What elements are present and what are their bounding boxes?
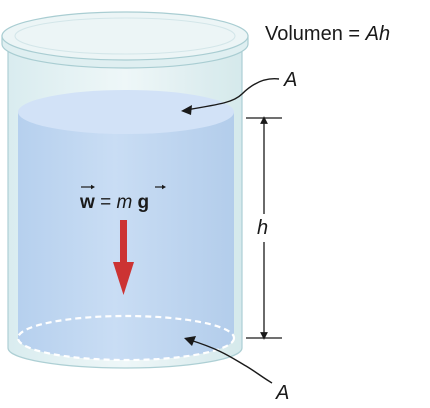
weight-w-symbol: w bbox=[79, 192, 95, 213]
container-lid bbox=[1, 11, 249, 69]
weight-arrow bbox=[113, 220, 134, 295]
top-area-label: A bbox=[283, 69, 297, 91]
liquid-top-surface bbox=[18, 90, 234, 134]
volume-text: Volumen = bbox=[265, 23, 366, 45]
top-area-callout: A bbox=[181, 69, 297, 115]
weight-equation: w = m g bbox=[79, 184, 166, 213]
bottom-area-callout: A bbox=[184, 336, 289, 404]
volume-variable: Ah bbox=[365, 23, 390, 45]
bottom-area-pointer bbox=[189, 339, 273, 384]
svg-text:w = m g: w = m g bbox=[79, 192, 149, 213]
top-area-pointer bbox=[185, 78, 280, 111]
height-label: h bbox=[257, 217, 268, 239]
bottom-area-label: A bbox=[275, 382, 289, 404]
weight-equals-sign: = bbox=[100, 192, 116, 213]
height-dimension: h bbox=[246, 116, 282, 340]
weight-m-symbol: m bbox=[116, 192, 132, 213]
bottom-area-outline bbox=[16, 314, 236, 362]
weight-g-symbol: g bbox=[138, 192, 150, 213]
volume-formula: Volumen = Ah bbox=[265, 23, 390, 45]
